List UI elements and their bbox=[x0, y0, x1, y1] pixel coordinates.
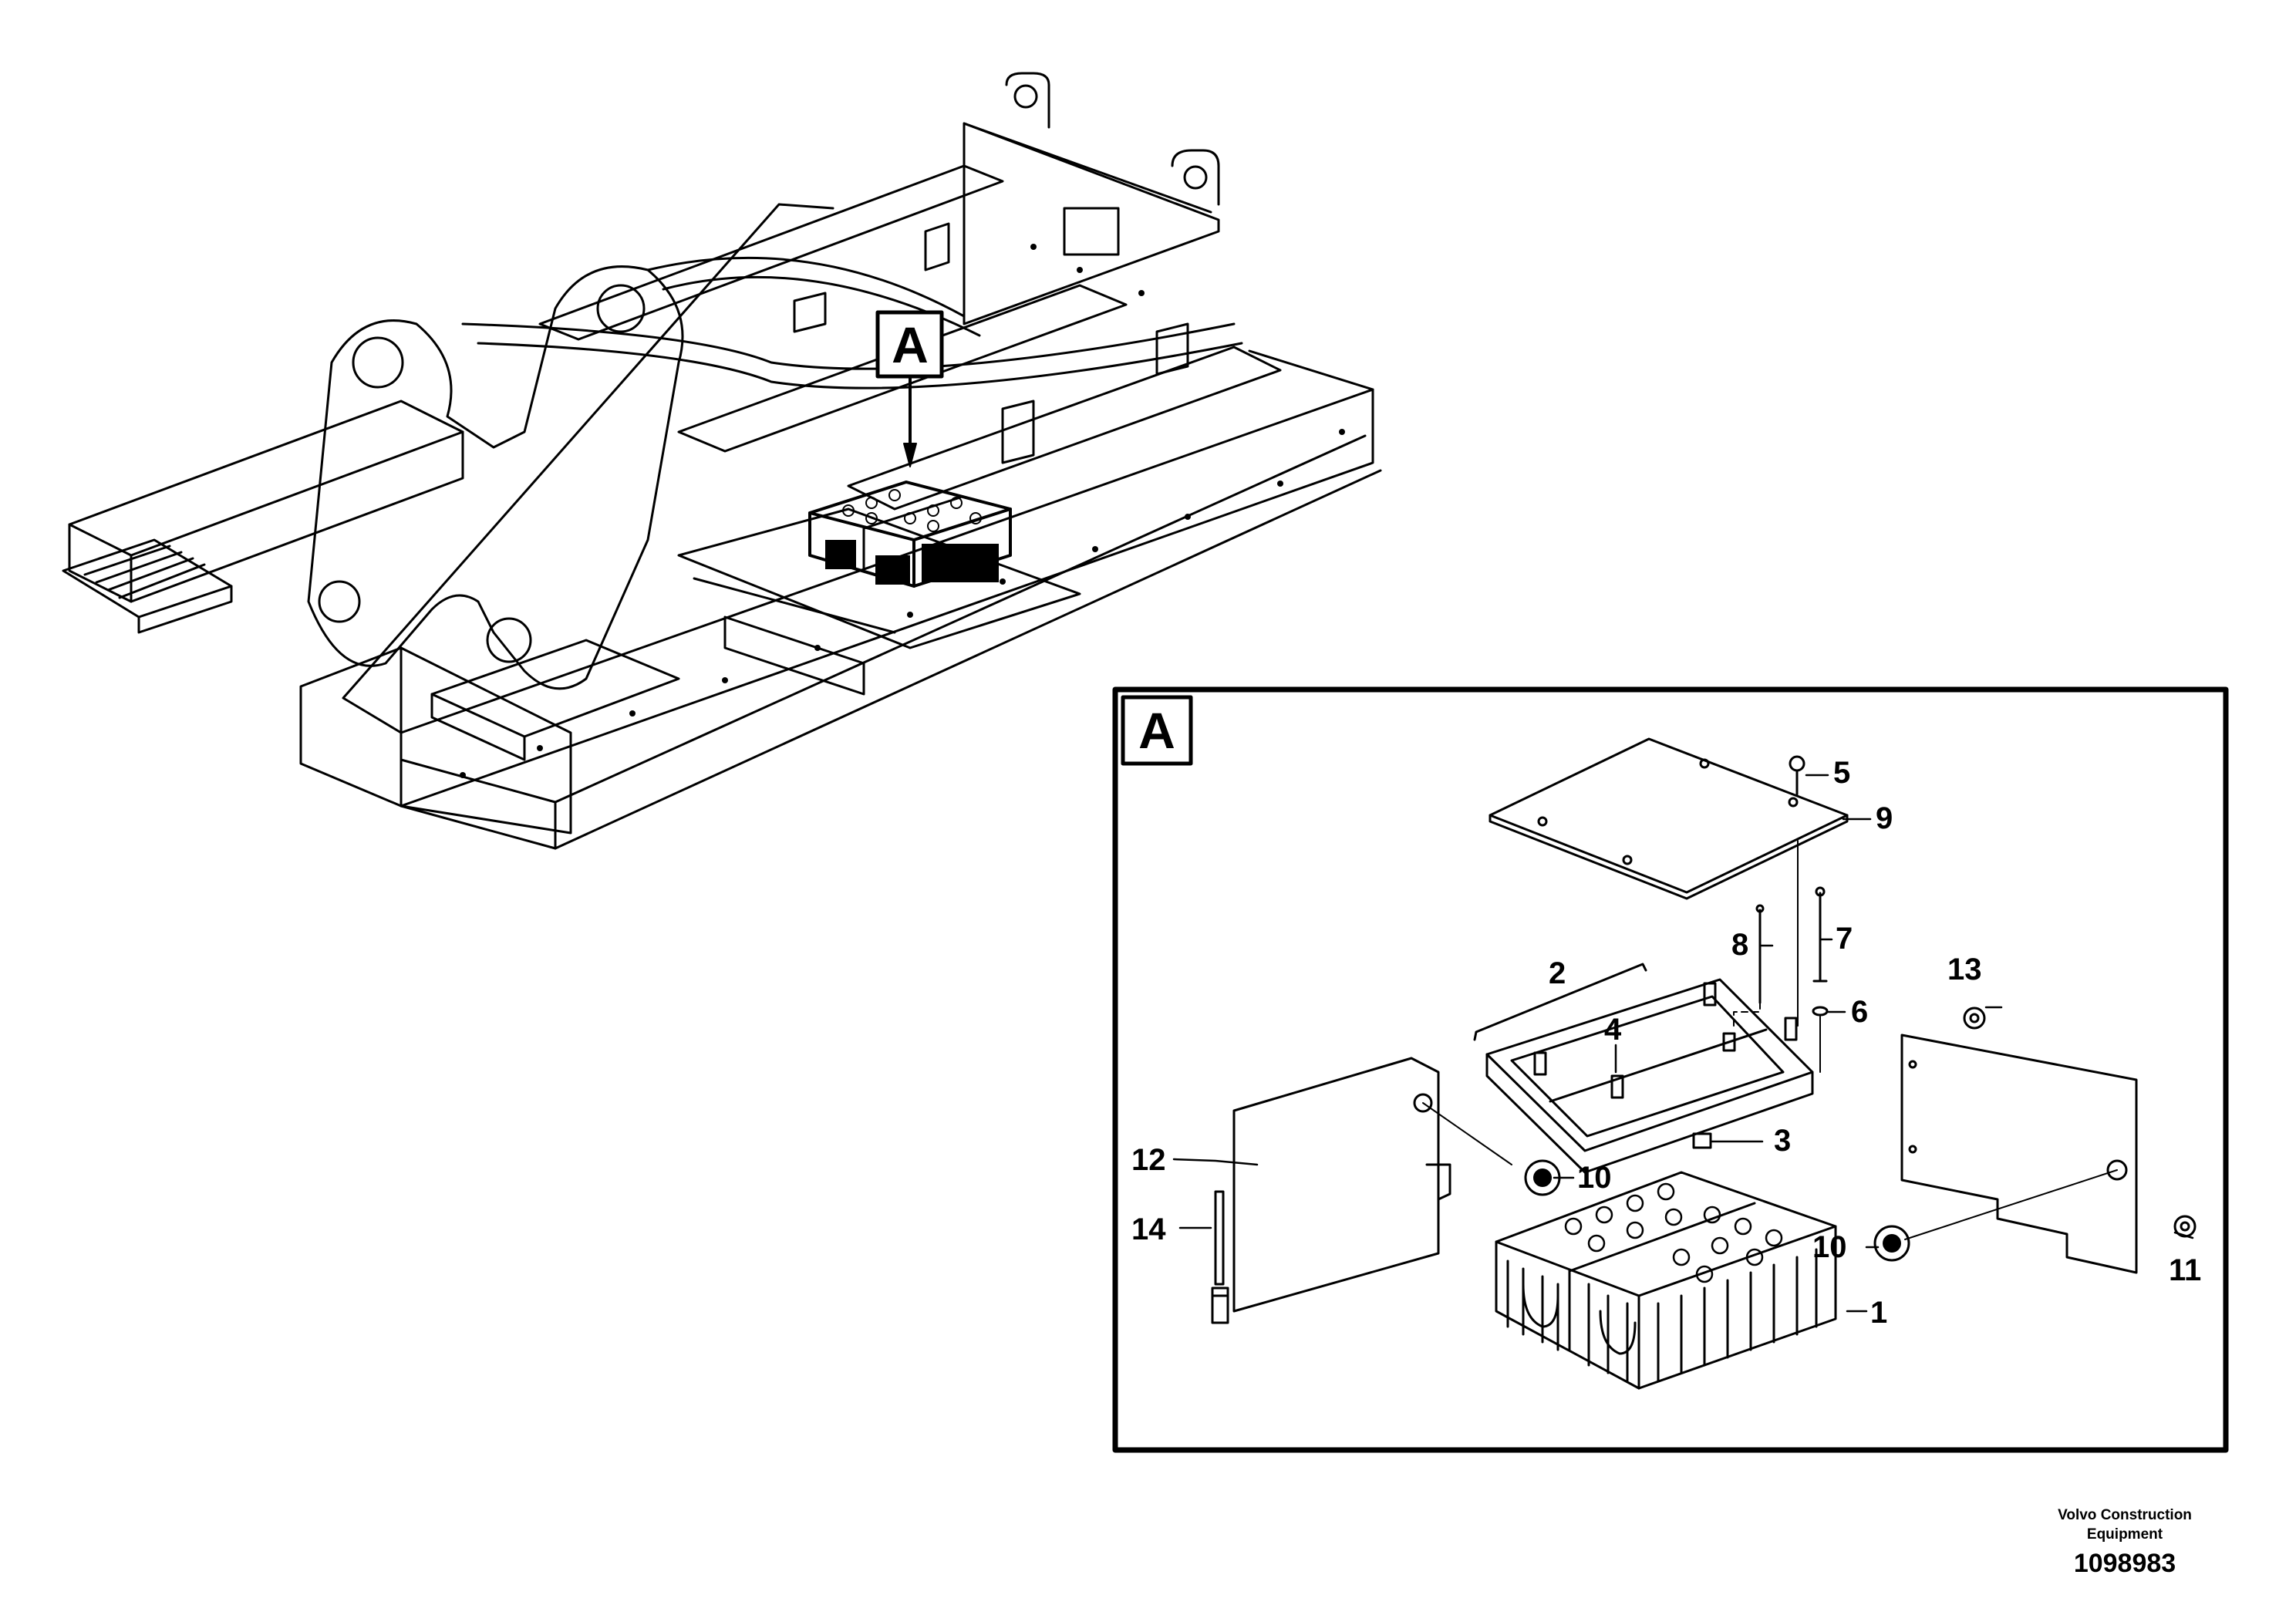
battery-pair bbox=[1495, 1171, 1837, 1390]
part-label-8: 8 bbox=[1731, 928, 1748, 962]
company-name: Volvo Construction Equipment bbox=[2025, 1506, 2225, 1544]
part-label-13: 13 bbox=[1947, 953, 1982, 986]
rod-8 bbox=[1755, 904, 1765, 1004]
bolt-12 bbox=[1214, 1190, 1225, 1286]
overview-battery-pair bbox=[808, 481, 1012, 588]
clip-14 bbox=[1211, 1286, 1229, 1324]
part-label-10-left: 10 bbox=[1577, 1161, 1612, 1195]
group-2-bracket bbox=[1473, 963, 1647, 1041]
part-label-10-right: 10 bbox=[1812, 1230, 1847, 1264]
grommet-10-right bbox=[1873, 1225, 1910, 1262]
right-side-panel bbox=[1900, 1034, 2138, 1274]
nut-3 bbox=[1692, 1132, 1712, 1149]
part-label-1: 1 bbox=[1870, 1296, 1887, 1330]
overview-callout-letter: A bbox=[892, 316, 929, 373]
bolt-5 bbox=[1789, 755, 1805, 796]
detail-callout-box bbox=[1121, 695, 1193, 766]
battery-tray bbox=[1485, 978, 1814, 1174]
part-label-5: 5 bbox=[1833, 756, 1850, 790]
part-label-9: 9 bbox=[1876, 801, 1893, 835]
part-label-12: 12 bbox=[1131, 1143, 1166, 1177]
leader-lines bbox=[1172, 774, 2194, 1313]
cover-plate bbox=[1489, 737, 1849, 900]
company-line-1: Volvo Construction bbox=[2058, 1507, 2192, 1523]
part-label-7: 7 bbox=[1836, 922, 1853, 956]
detail-view-frame bbox=[1112, 686, 2229, 1453]
part-label-4: 4 bbox=[1604, 1013, 1622, 1047]
washer-6 bbox=[1812, 1006, 1829, 1017]
detail-callout-letter: A bbox=[1138, 702, 1175, 759]
part-label-2: 2 bbox=[1549, 956, 1566, 990]
bolt-13 bbox=[1963, 1007, 1986, 1030]
machine-frame-drawing bbox=[62, 72, 1382, 850]
part-label-14: 14 bbox=[1131, 1212, 1166, 1246]
left-side-panel bbox=[1232, 1057, 1451, 1313]
part-label-6: 6 bbox=[1851, 995, 1868, 1029]
company-line-2: Equipment bbox=[2086, 1526, 2163, 1543]
document-number: 1098983 bbox=[2073, 1549, 2176, 1578]
part-label-3: 3 bbox=[1774, 1124, 1791, 1158]
rod-7 bbox=[1812, 886, 1828, 983]
part-label-11: 11 bbox=[2169, 1253, 2201, 1287]
